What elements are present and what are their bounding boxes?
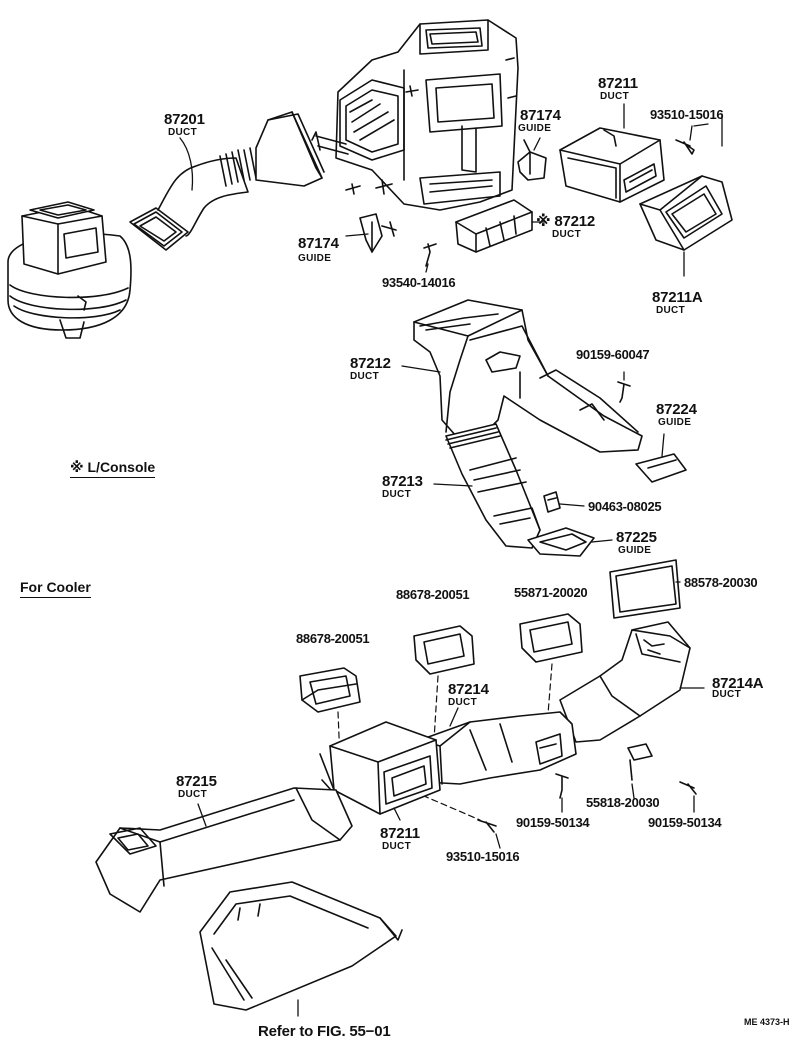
part-number-55871: 55871-20020 (514, 585, 588, 600)
guide-87174-left (359, 213, 397, 253)
part-name-87174-top: GUIDE (518, 123, 552, 134)
guide-87174-right (517, 139, 547, 181)
blower-unit (7, 201, 132, 339)
screw-93510-top (675, 139, 695, 155)
part-name-87225: GUIDE (618, 545, 652, 556)
guide-87225 (527, 527, 595, 557)
part-number-90463: 90463-08025 (588, 499, 662, 514)
for-cooler-label: For Cooler (20, 579, 91, 598)
part-name-87201: DUCT (168, 127, 197, 138)
seal-88678-left (299, 667, 361, 713)
duct-87214 (419, 711, 577, 785)
part-number-87224: 87224 (656, 401, 697, 418)
part-name-87211A: DUCT (656, 305, 685, 316)
part-name-87214A: DUCT (712, 689, 741, 700)
part-number-87201: 87201 (164, 111, 205, 128)
tray-fig-55-01 (199, 881, 403, 1011)
leader-lines (179, 103, 723, 1017)
screw-93540 (423, 243, 437, 267)
part-number-87174-top: 87174 (520, 107, 561, 124)
part-number-90159-50134-a: 90159-50134 (516, 815, 590, 830)
screw-93510-bottom (477, 819, 497, 833)
part-name-87212-mid: DUCT (350, 371, 379, 382)
screw-90159-60047 (617, 381, 631, 403)
part-number-93510-top: 93510-15016 (650, 107, 724, 122)
duct-87211-top (559, 127, 665, 203)
duct-87212-small (455, 199, 533, 253)
part-name-87211-bottom: DUCT (382, 841, 411, 852)
part-name-87174-bottom: GUIDE (298, 253, 332, 264)
part-name-87224: GUIDE (658, 417, 692, 428)
legend-l-console: ※ L/Console (70, 459, 156, 478)
part-number-87212-mid: 87212 (350, 355, 391, 372)
guide-87224 (635, 453, 687, 483)
part-number-87214A: 87214A (712, 675, 764, 692)
part-number-87213: 87213 (382, 473, 423, 490)
seal-55871 (519, 613, 583, 663)
part-number-90159-60047: 90159-60047 (576, 347, 650, 362)
part-name-87211-top: DUCT (600, 91, 629, 102)
part-name-87213: DUCT (382, 489, 411, 500)
drawing-code: ME 4373-H (744, 1017, 790, 1027)
clip-55818 (627, 743, 653, 781)
part-number-87212-top: ※ 87212 (536, 213, 596, 230)
part-number-88678-mid: 88678-20051 (396, 587, 470, 602)
for-cooler-note: For Cooler (20, 579, 91, 598)
part-number-93540: 93540-14016 (382, 275, 456, 290)
clip-90463 (543, 491, 561, 513)
part-number-87214: 87214 (448, 681, 489, 698)
part-name-87212-top: DUCT (552, 229, 581, 240)
part-number-87225: 87225 (616, 529, 657, 546)
duct-87214A (559, 621, 691, 743)
screw-90159-50134-b (679, 781, 697, 795)
screw-90159-50134-a (555, 773, 569, 799)
part-number-87211A: 87211A (652, 289, 703, 306)
seal-88678-mid (413, 625, 475, 675)
part-number-55818: 55818-20030 (586, 795, 660, 810)
duct-87213 (445, 423, 541, 549)
part-number-88578: 88578-20030 (684, 575, 758, 590)
duct-87212-large (413, 299, 643, 453)
part-number-90159-50134-b: 90159-50134 (648, 815, 722, 830)
duct-87215 (95, 787, 353, 913)
part-number-93510-bottom: 93510-15016 (446, 849, 520, 864)
part-number-87174-bottom: 87174 (298, 235, 339, 252)
refer-to-fig-note: Refer to FIG. 55−01 (258, 1023, 391, 1040)
filter-88578 (609, 559, 681, 619)
legend-note: ※ L/Console (70, 459, 156, 478)
part-number-87211-bottom: 87211 (380, 825, 420, 842)
part-number-88678-left: 88678-20051 (296, 631, 370, 646)
duct-87211A (639, 175, 733, 251)
duct-87201 (129, 111, 325, 251)
part-name-87215: DUCT (178, 789, 207, 800)
part-number-87215: 87215 (176, 773, 217, 790)
part-number-87211-top: 87211 (598, 75, 638, 92)
part-name-87214: DUCT (448, 697, 477, 708)
heater-case (311, 19, 519, 211)
